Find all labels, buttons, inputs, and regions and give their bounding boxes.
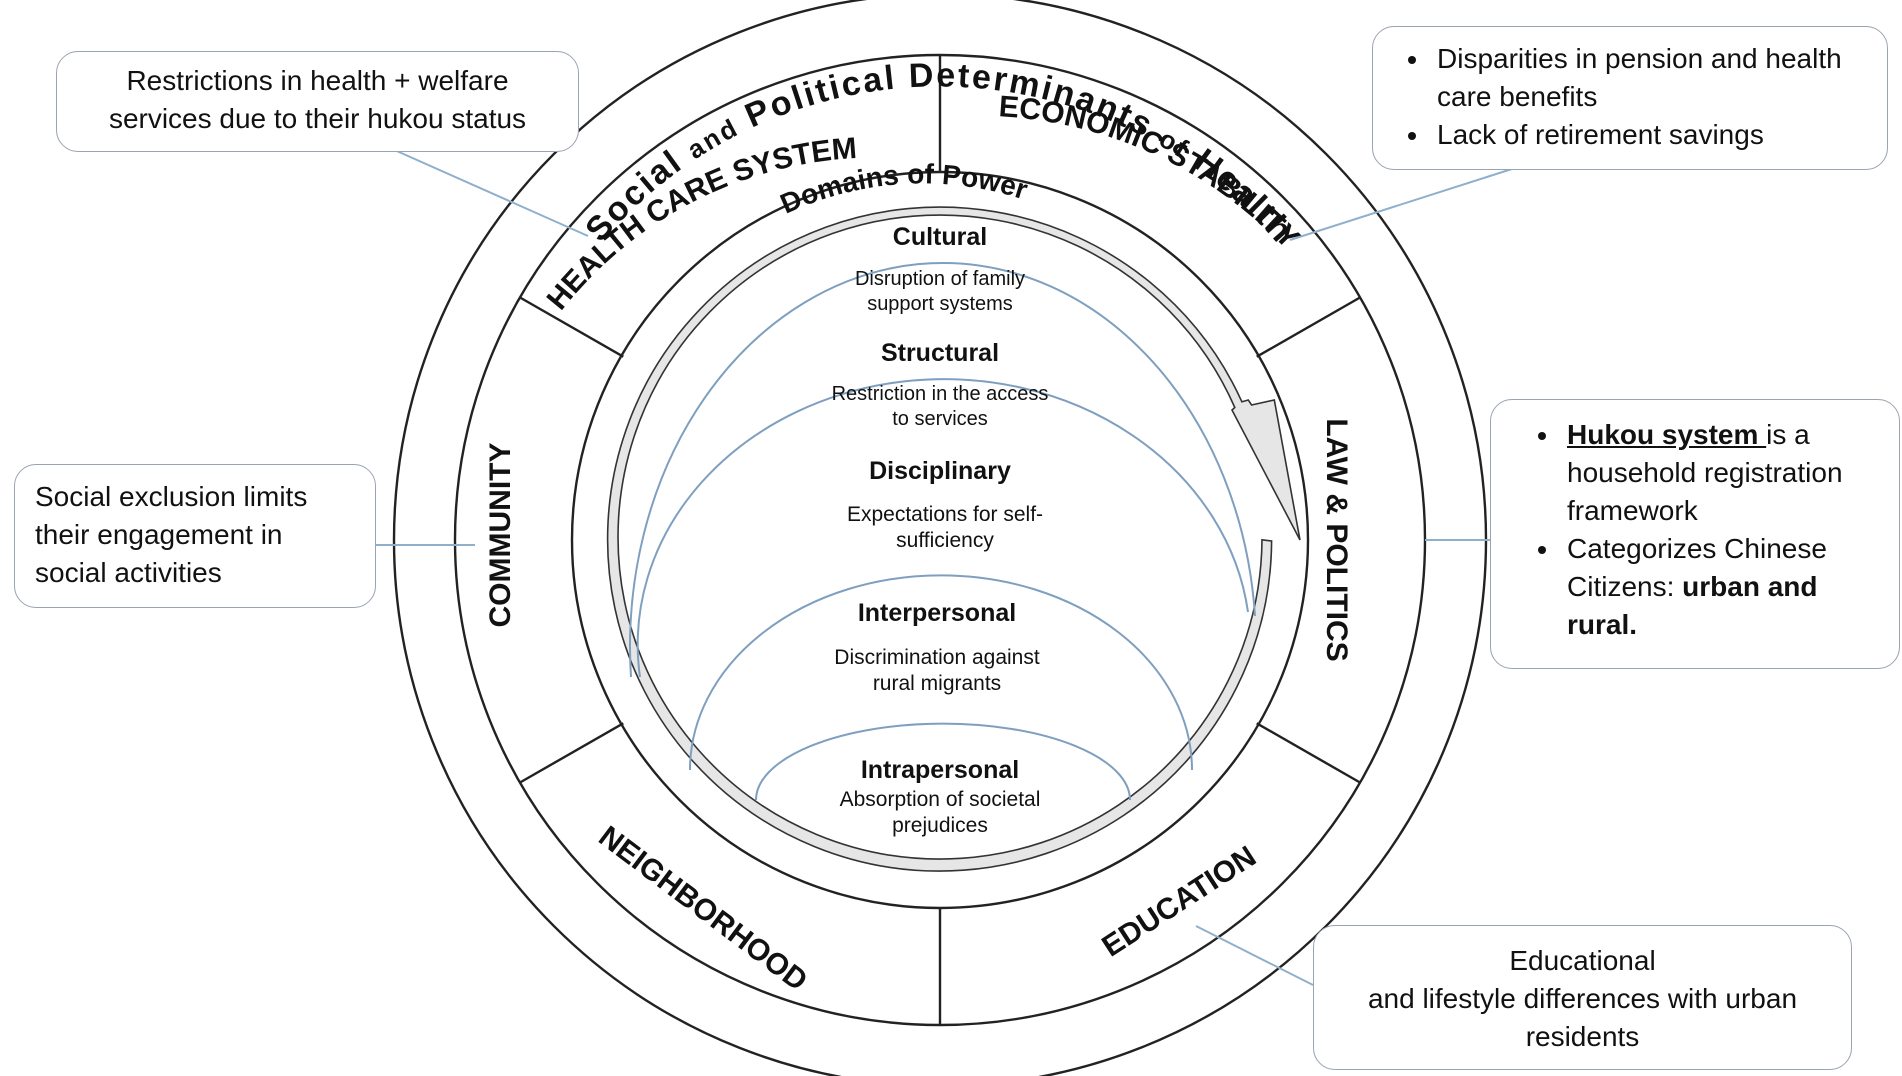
divider-lower-left (519, 722, 624, 784)
divider-upper-left (519, 296, 624, 358)
structural-arc (629, 261, 1256, 678)
domain-desc-disciplinary-line2: sufficiency (896, 529, 994, 552)
divider-upper-right (1256, 296, 1361, 358)
domain-desc-intrapersonal-line2: prejudices (892, 814, 988, 837)
connector-economic (1289, 167, 1516, 241)
domain-desc-structural-line2: to services (892, 408, 988, 430)
sector-label-community: COMMUNITY (484, 443, 517, 628)
interpersonal-arc (689, 574, 1193, 771)
callout-hukou: Hukou system is a household registration… (1490, 399, 1900, 669)
callout-education-line3: residents (1525, 1021, 1640, 1053)
sector-label-education: EDUCATION (1096, 840, 1262, 964)
callout-hukou-bullet-1: Hukou system is a household registration… (1561, 416, 1885, 530)
domain-desc-interpersonal-line2: rural migrants (873, 672, 1001, 695)
hukou-bullet-2-pre: Categorizes Chinese Citizens: (1567, 533, 1827, 603)
domain-labels: Cultural Disruption of family support sy… (832, 223, 1049, 837)
callout-community-line2: their engagement in (35, 519, 283, 551)
callout-education-line2: and lifestyle differences with urban (1367, 983, 1798, 1015)
domain-arcs (629, 261, 1256, 801)
domain-title-structural: Structural (881, 339, 999, 367)
domains-of-power-arrow (606, 206, 1301, 872)
domain-title-disciplinary: Disciplinary (869, 457, 1011, 485)
domain-title-intrapersonal: Intrapersonal (861, 756, 1019, 784)
hukou-bullet-2-bold: urban and rural. (1567, 571, 1818, 641)
domain-desc-intrapersonal-line1: Absorption of societal (840, 788, 1041, 811)
callout-health-care: Restrictions in health + welfare service… (56, 51, 579, 152)
callout-community-line3: social activities (35, 557, 222, 589)
domain-desc-structural-line1: Restriction in the access (832, 383, 1049, 405)
disciplinary-arc (636, 378, 1249, 678)
callout-economic: Disparities in pension and health care b… (1372, 26, 1888, 170)
connector-education (1195, 925, 1314, 986)
callout-education: Educational and lifestyle differences wi… (1313, 925, 1852, 1070)
callout-hukou-bullet-2: Categorizes Chinese Citizens: urban and … (1561, 530, 1885, 644)
sector-label-law-politics: LAW & POLITICS (1320, 418, 1353, 661)
domain-desc-disciplinary-line1: Expectations for self- (847, 503, 1043, 526)
sector-dividers (519, 55, 1361, 1025)
domain-desc-cultural-line1: Disruption of family (855, 268, 1025, 290)
hukou-bullet-1-rest: is a household registration framework (1567, 419, 1843, 527)
callout-health-care-line1: Restrictions in health + welfare (126, 65, 509, 96)
intrapersonal-arc (755, 722, 1131, 801)
domain-desc-interpersonal-line1: Discrimination against (834, 646, 1040, 669)
hukou-system-term: Hukou system (1567, 419, 1767, 450)
callout-community: Social exclusion limits their engagement… (14, 464, 376, 608)
domain-title-cultural: Cultural (893, 223, 987, 251)
callout-economic-list: Disparities in pension and health care b… (1373, 40, 1887, 154)
callout-economic-bullet-1: Disparities in pension and health care b… (1431, 40, 1887, 116)
callout-community-line1: Social exclusion limits (35, 481, 308, 512)
connector-health-care (389, 147, 589, 237)
domain-title-interpersonal: Interpersonal (858, 599, 1016, 627)
divider-lower-right (1256, 722, 1361, 784)
domain-desc-cultural-line2: support systems (867, 293, 1013, 315)
callout-health-care-line2: services due to their hukou status (108, 103, 527, 135)
callout-education-line1: Educational (1509, 945, 1656, 976)
callout-hukou-list: Hukou system is a household registration… (1491, 416, 1899, 644)
callout-economic-bullet-2: Lack of retirement savings (1431, 116, 1887, 154)
